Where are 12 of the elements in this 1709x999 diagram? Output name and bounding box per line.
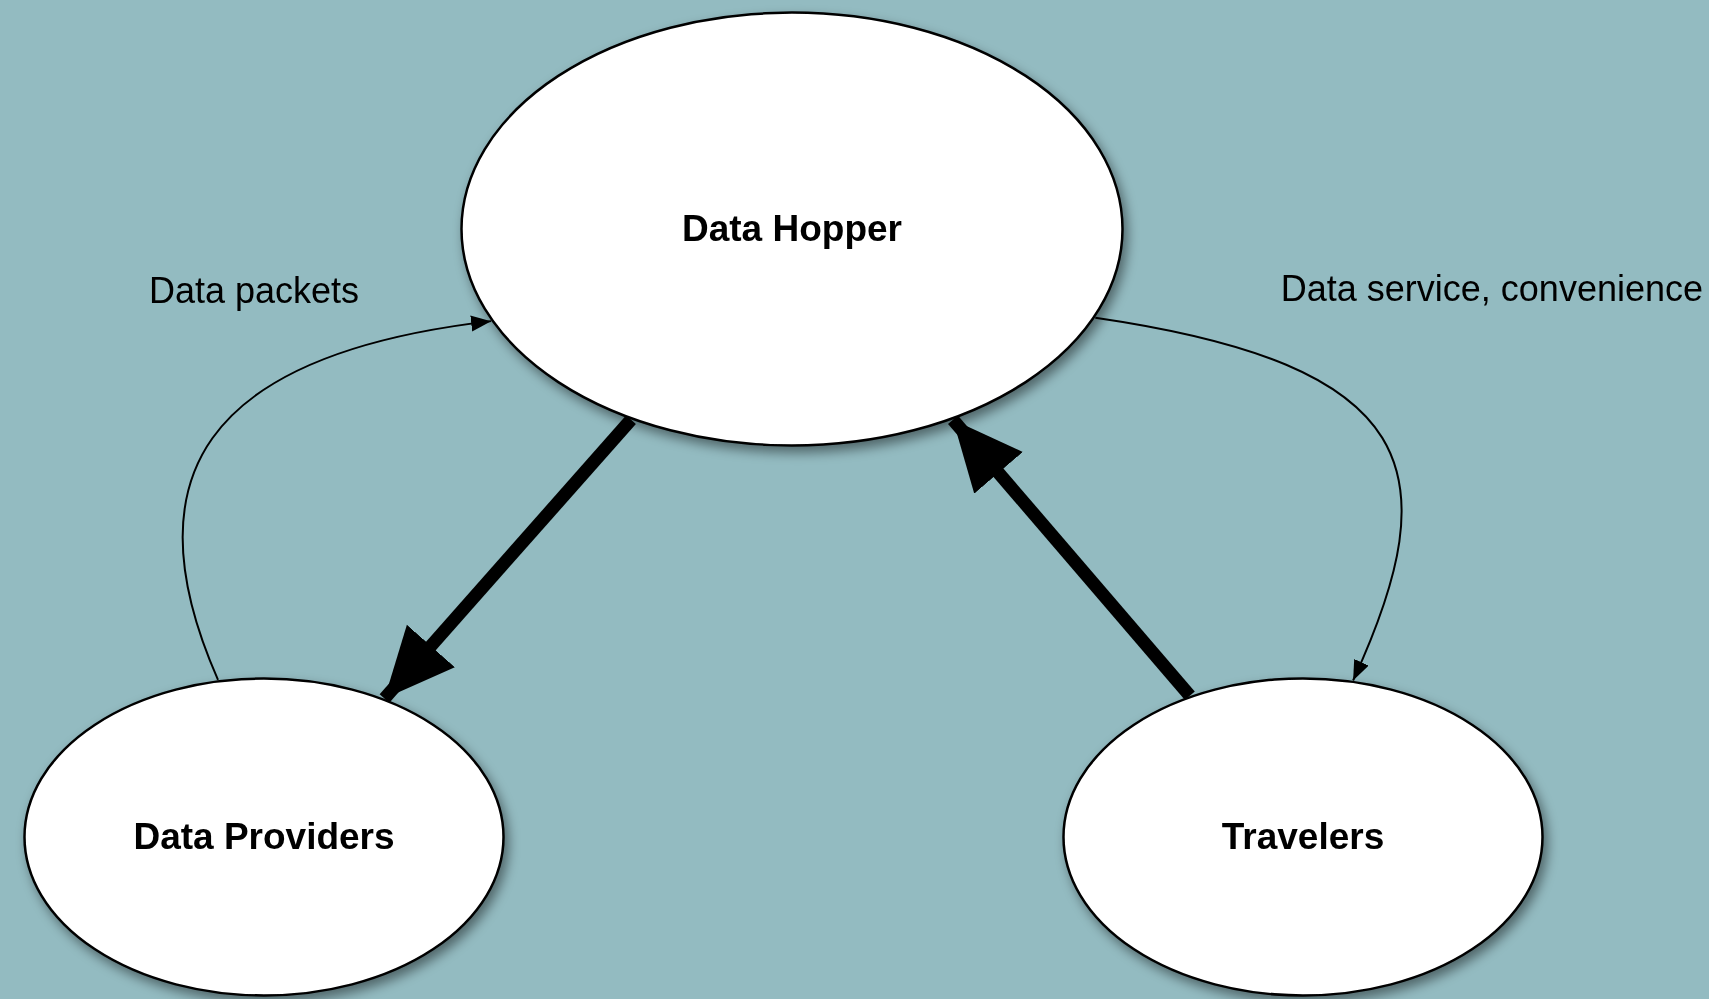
node-label: Data Providers	[133, 816, 395, 858]
edge-label: Data service, convenience	[1280, 268, 1703, 310]
node-label: Travelers	[1221, 816, 1385, 858]
arrow	[948, 415, 1195, 700]
arrow	[181, 316, 493, 681]
edge-label: Data packets	[149, 270, 360, 312]
ellipse-node	[23, 677, 505, 997]
node-label: Data Hopper	[682, 208, 902, 250]
arrow	[379, 415, 636, 703]
ellipse-node	[1062, 677, 1544, 997]
arrow	[1094, 316, 1403, 682]
ellipse-node	[460, 11, 1124, 447]
